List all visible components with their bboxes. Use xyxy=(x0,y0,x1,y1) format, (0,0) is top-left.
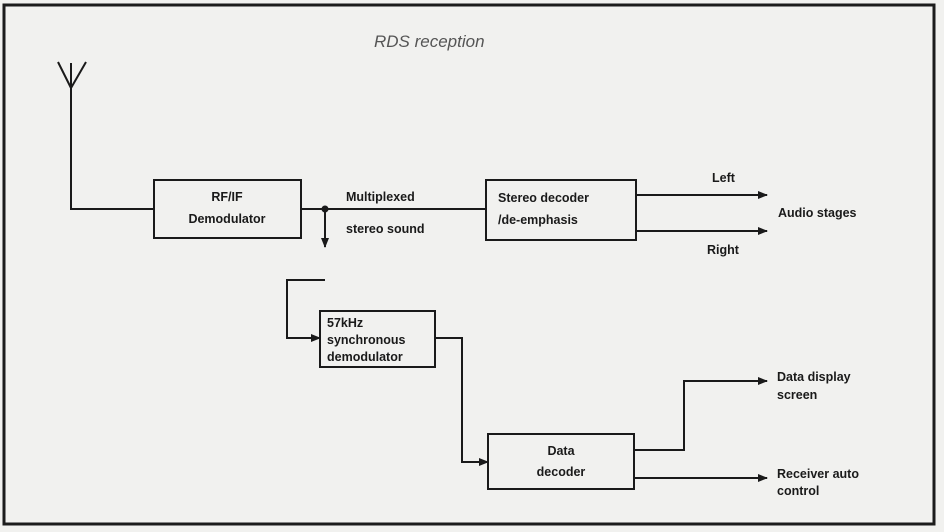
rf-if-label: RF/IF xyxy=(211,190,243,204)
receiver-auto-label-2: control xyxy=(777,484,819,498)
diagram-title: RDS reception xyxy=(374,32,485,51)
data-decoder-label: Data xyxy=(547,444,575,458)
wire-to-sync-demod xyxy=(286,279,325,342)
audio-stages-label: Audio stages xyxy=(778,206,857,220)
sync-demod-label-3: demodulator xyxy=(327,350,403,364)
stereo-sound-label: stereo sound xyxy=(346,222,425,236)
left-label: Left xyxy=(712,171,736,185)
data-decoder-label-2: decoder xyxy=(537,465,586,479)
stereo-decoder-block: Stereo decoder /de-emphasis xyxy=(485,179,637,241)
wire-antenna-to-rf xyxy=(70,88,154,210)
right-label: Right xyxy=(707,243,740,257)
wire-sync-to-data xyxy=(435,337,489,466)
data-display-label-2: screen xyxy=(777,388,817,402)
rf-if-label-2: Demodulator xyxy=(188,212,265,226)
data-decoder-block: Data decoder xyxy=(487,433,635,490)
antenna-icon xyxy=(57,61,87,89)
wire-data-display xyxy=(634,377,768,451)
diagram-frame xyxy=(2,3,936,526)
receiver-auto-label: Receiver auto xyxy=(777,467,859,481)
rf-if-demodulator-block: RF/IF Demodulator xyxy=(153,179,302,239)
data-display-label: Data display xyxy=(777,370,851,384)
sync-demodulator-block: 57kHz synchronous demodulator xyxy=(319,310,436,368)
sync-demod-label-2: synchronous xyxy=(327,333,406,347)
stereo-decoder-label-2: /de-emphasis xyxy=(498,213,578,227)
sync-demod-label: 57kHz xyxy=(327,316,363,330)
stereo-decoder-label: Stereo decoder xyxy=(498,191,589,205)
multiplexed-label: Multiplexed xyxy=(346,190,415,204)
